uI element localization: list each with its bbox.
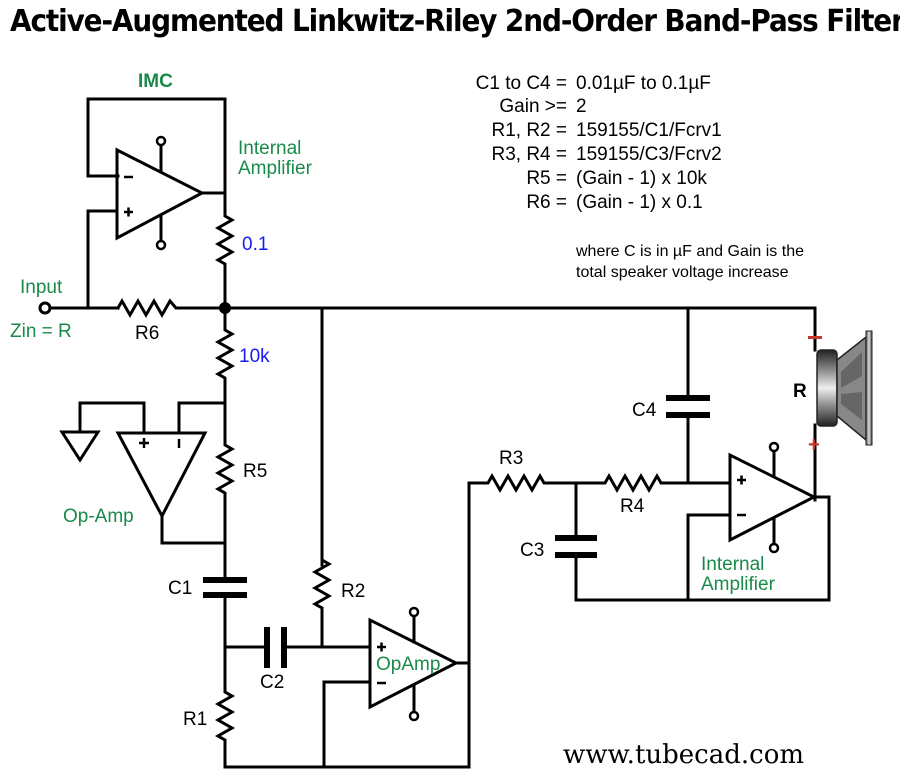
input-label: Input (20, 277, 63, 298)
middle-op-amp (322, 606, 471, 769)
resistor-10k-value: 10k (239, 346, 270, 367)
capacitor-c4 (666, 395, 710, 485)
equation-rhs: (Gain - 1) x 0.1 (576, 192, 703, 213)
equation-rhs: 0.01µF to 0.1µF (576, 73, 711, 94)
equation-lhs: R3, R4 = (491, 144, 567, 165)
opamp-mid-label: OpAmp (376, 654, 440, 675)
design-equations: C1 to C4 = 0.01µF to 0.1µF Gain >= 2 R1,… (476, 73, 722, 213)
capacitor-c2 (223, 627, 372, 668)
website-url[interactable]: www.tubecad.com (563, 740, 804, 770)
imc-feedback-loop (86, 97, 227, 194)
imc-label: IMC (138, 71, 173, 92)
r4-label: R4 (620, 496, 645, 517)
equation-lhs: C1 to C4 = (476, 73, 567, 94)
internal-amp-label-right-1: Internal (701, 554, 764, 575)
equation-rhs: 2 (576, 96, 587, 117)
equation-rhs: 159155/C1/Fcrv1 (576, 120, 722, 141)
diagram-title: Active-Augmented Linkwitz-Riley 2nd-Orde… (10, 4, 900, 39)
resistor-r4 (574, 472, 732, 494)
speaker-minus-mark (808, 336, 822, 339)
internal-amp-label-top-1: Internal (238, 138, 301, 159)
note-line: total speaker voltage increase (576, 264, 789, 281)
speaker-r-label: R (793, 381, 807, 402)
right-internal-amplifier (686, 441, 831, 602)
c2-label: C2 (260, 672, 284, 693)
c4-label: C4 (632, 400, 657, 421)
left-op-amp (59, 401, 227, 545)
note-line: where C is in µF and Gain is the (575, 243, 804, 260)
ground-icon (59, 430, 101, 463)
equation-rhs: 159155/C3/Fcrv2 (576, 144, 722, 165)
equation-rhs: (Gain - 1) x 10k (576, 168, 707, 189)
resistor-r6 (115, 297, 227, 319)
internal-amp-label-right-2: Amplifier (701, 574, 776, 595)
equation-lhs: R5 = (526, 168, 567, 189)
resistor-r2 (311, 557, 333, 649)
r1-label: R1 (183, 709, 207, 730)
equation-lhs: R1, R2 = (491, 120, 567, 141)
resistor-r5 (214, 398, 236, 572)
r6-label: R6 (135, 323, 159, 344)
imc-internal-amplifier (86, 135, 227, 310)
op-amp-left-label: Op-Amp (63, 506, 134, 527)
resistor-0.1 (214, 190, 236, 310)
resistor-r3 (467, 472, 578, 494)
r5-label: R5 (243, 461, 267, 482)
resistor-r1 (214, 481, 471, 769)
capacitor-c3 (555, 481, 831, 602)
equation-lhs: R6 = (526, 192, 567, 213)
speaker-icon (816, 330, 873, 446)
equation-lhs: Gain >= (499, 96, 567, 117)
resistor-0.1-value: 0.1 (242, 234, 268, 255)
capacitor-c1 (203, 541, 247, 692)
internal-amp-label-top-2: Amplifier (238, 158, 313, 179)
resistor-10k (214, 306, 236, 445)
r2-label: R2 (341, 581, 365, 602)
r3-label: R3 (499, 448, 523, 469)
speaker-plus-mark: + (808, 434, 820, 456)
zin-label: Zin = R (10, 321, 72, 342)
c1-label: C1 (168, 578, 192, 599)
c3-label: C3 (520, 540, 544, 561)
